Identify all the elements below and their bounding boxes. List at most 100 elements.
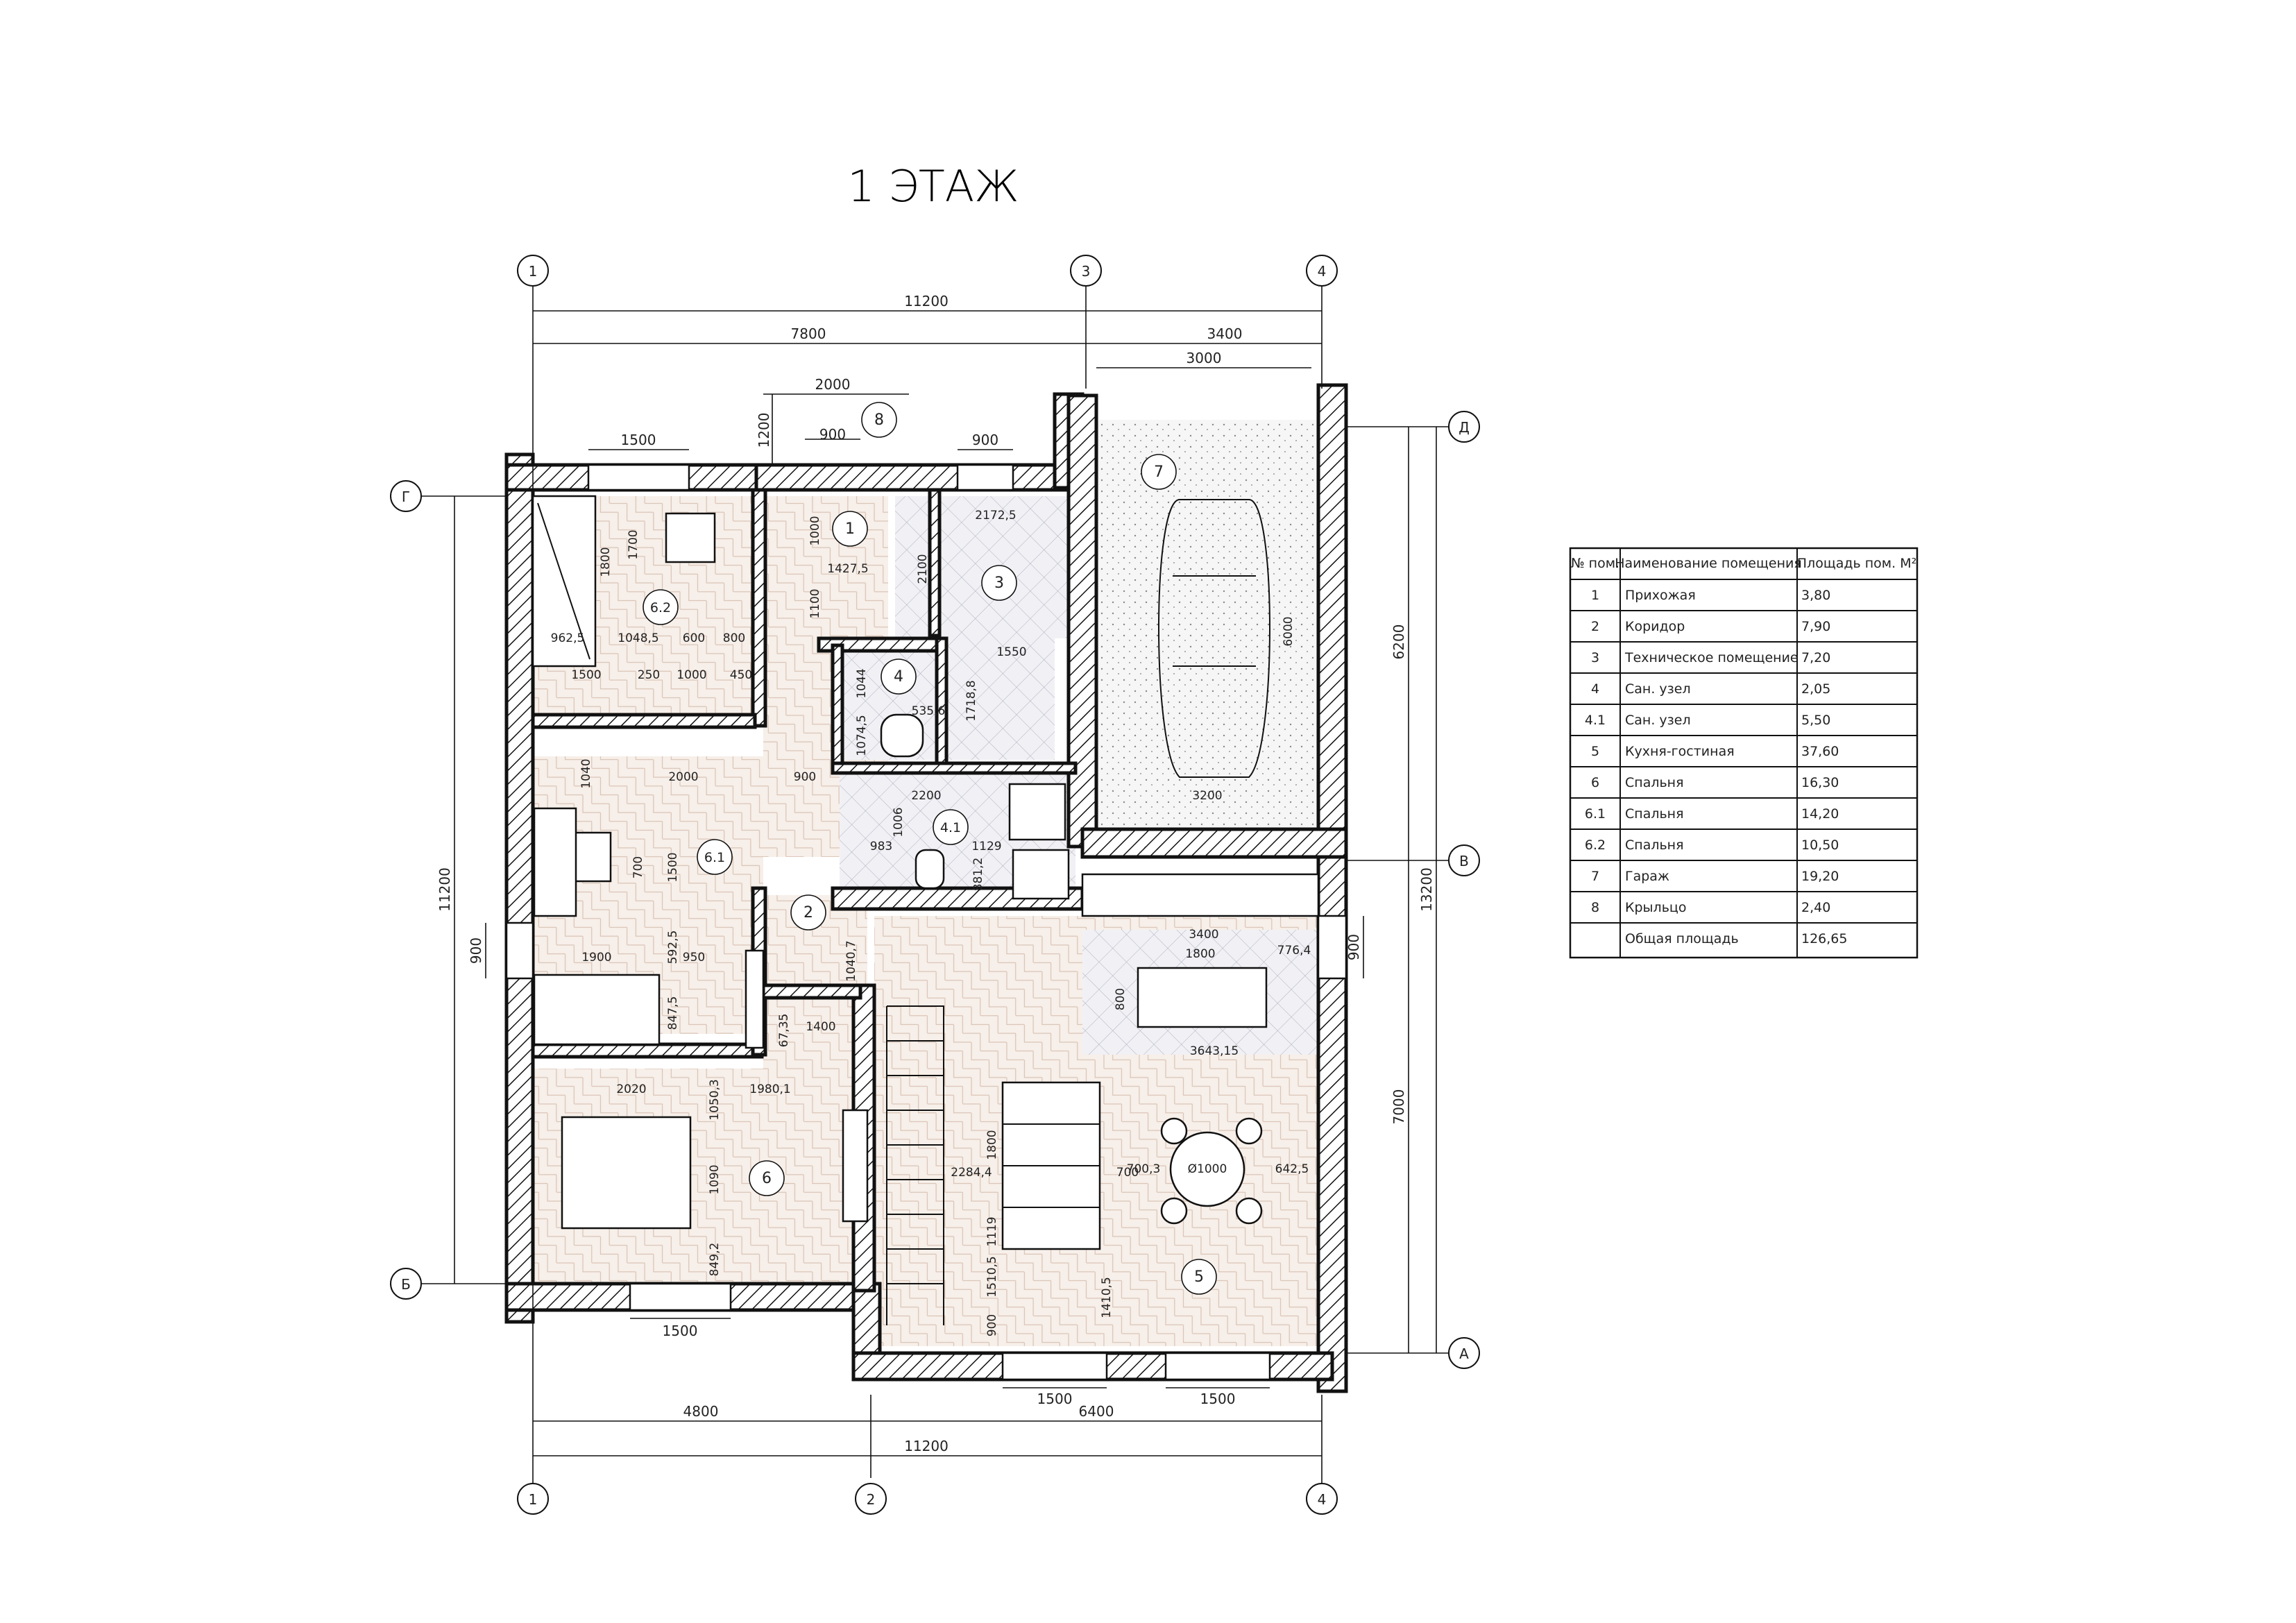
svg-text:1040: 1040 <box>579 758 593 788</box>
axis-top-1: 1 <box>517 255 549 287</box>
dim-right-upper: 6200 <box>1391 624 1407 660</box>
axis-left-b: Б <box>390 1268 422 1300</box>
furniture <box>532 495 1320 1325</box>
svg-text:1: 1 <box>1591 588 1599 603</box>
svg-text:3: 3 <box>1591 650 1599 665</box>
svg-text:1100: 1100 <box>808 588 822 618</box>
room-marker-2: 2 <box>790 894 826 931</box>
table-row: 5 Кухня-гостиная 37,60 <box>1591 744 1839 759</box>
table-row: 4 Сан. узел 2,05 <box>1591 681 1830 697</box>
svg-text:4: 4 <box>1591 681 1599 697</box>
table-row: 7 Гараж 19,20 <box>1591 869 1839 884</box>
svg-text:4: 4 <box>1318 263 1327 280</box>
svg-text:450: 450 <box>730 668 752 682</box>
svg-text:847,5: 847,5 <box>666 996 680 1030</box>
svg-text:2: 2 <box>803 904 813 921</box>
svg-text:16,30: 16,30 <box>1801 775 1839 790</box>
page-title: 1 ЭТАЖ <box>847 161 1019 212</box>
svg-text:1044: 1044 <box>855 668 869 698</box>
svg-text:1119: 1119 <box>985 1216 999 1246</box>
dim-garage-block: 3400 <box>1207 325 1243 342</box>
svg-text:2100: 2100 <box>916 554 930 584</box>
dim-window-bottom-left: 1500 <box>663 1323 698 1339</box>
svg-text:1000: 1000 <box>677 668 706 682</box>
svg-text:900: 900 <box>794 770 816 784</box>
svg-text:983: 983 <box>870 840 892 853</box>
room-schedule-table: № пом. Наименование помещения Площадь по… <box>1569 547 1919 959</box>
svg-text:5: 5 <box>1194 1268 1204 1286</box>
svg-text:962,5: 962,5 <box>551 631 585 645</box>
svg-text:8: 8 <box>1591 900 1599 915</box>
svg-text:67,35: 67,35 <box>777 1014 791 1048</box>
room-marker-5: 5 <box>1181 1259 1217 1295</box>
svg-text:Крыльцо: Крыльцо <box>1625 900 1686 915</box>
table-header-area: Площадь пом. М² <box>1797 556 1916 571</box>
svg-text:1427,5: 1427,5 <box>827 562 868 576</box>
dim-left-block: 7800 <box>791 325 826 342</box>
dim-bottom-left: 4800 <box>683 1403 719 1420</box>
svg-text:6: 6 <box>1591 775 1599 790</box>
svg-text:1000: 1000 <box>808 516 822 545</box>
svg-text:7,20: 7,20 <box>1801 650 1830 665</box>
svg-text:Спальня: Спальня <box>1625 838 1684 853</box>
svg-text:3400: 3400 <box>1189 928 1218 942</box>
dim-right-total: 13200 <box>1418 867 1435 912</box>
svg-text:Сан. узел: Сан. узел <box>1625 713 1691 728</box>
svg-text:1718,8: 1718,8 <box>964 680 978 721</box>
dim-window-top-left: 1500 <box>621 432 656 448</box>
room-marker-6-1: 6.1 <box>697 839 733 875</box>
svg-text:776,4: 776,4 <box>1277 944 1311 958</box>
room-markers: 1 2 3 4 4.1 5 6 6.1 6.2 7 8 <box>643 402 1217 1295</box>
svg-text:1510,5: 1510,5 <box>985 1256 999 1297</box>
svg-text:1: 1 <box>529 1491 538 1508</box>
svg-text:В: В <box>1459 853 1469 869</box>
svg-text:6.1: 6.1 <box>704 850 725 865</box>
svg-text:4.1: 4.1 <box>940 820 961 835</box>
svg-text:6: 6 <box>762 1170 772 1187</box>
svg-text:Сан. узел: Сан. узел <box>1625 681 1691 697</box>
svg-text:1048,5: 1048,5 <box>618 631 658 645</box>
svg-text:7,90: 7,90 <box>1801 619 1830 634</box>
svg-text:1550: 1550 <box>996 645 1026 659</box>
room-marker-6: 6 <box>749 1160 785 1196</box>
axis-bottom-1: 1 <box>517 1483 549 1515</box>
inner-dimensions: 1800 1700 962,5 1048,5 600 800 1500 250 … <box>551 509 1311 1336</box>
svg-text:4: 4 <box>1318 1491 1327 1508</box>
table-header-name: Наименование помещения <box>1615 556 1802 571</box>
svg-text:849,2: 849,2 <box>708 1243 722 1277</box>
table-header-num: № пом. <box>1571 556 1619 571</box>
svg-text:Спальня: Спальня <box>1625 806 1684 822</box>
svg-text:592,5: 592,5 <box>666 931 680 965</box>
svg-text:881,2: 881,2 <box>971 858 985 892</box>
svg-text:1006: 1006 <box>892 807 905 837</box>
svg-text:2284,4: 2284,4 <box>951 1166 992 1180</box>
svg-text:250: 250 <box>638 668 660 682</box>
dim-garage-car: 6000 <box>1282 616 1295 646</box>
room-marker-8: 8 <box>861 402 897 438</box>
room-marker-7: 7 <box>1141 454 1177 490</box>
svg-text:Г: Г <box>402 488 410 505</box>
dim-window-bottom-mid: 1500 <box>1037 1391 1073 1407</box>
svg-text:1410,5: 1410,5 <box>1100 1277 1114 1318</box>
svg-text:1: 1 <box>845 520 855 538</box>
svg-text:4: 4 <box>894 668 903 686</box>
svg-text:2020: 2020 <box>616 1082 646 1096</box>
svg-text:6.2: 6.2 <box>1585 838 1606 853</box>
dim-porch-width: 2000 <box>815 376 851 393</box>
svg-text:37,60: 37,60 <box>1801 744 1839 759</box>
svg-text:2000: 2000 <box>668 770 698 784</box>
svg-text:642,5: 642,5 <box>1275 1162 1309 1176</box>
dim-bottom-overall: 11200 <box>904 1438 949 1454</box>
svg-text:126,65: 126,65 <box>1801 931 1847 946</box>
room-marker-3: 3 <box>981 565 1017 601</box>
svg-text:1040,7: 1040,7 <box>844 940 858 981</box>
svg-text:7: 7 <box>1154 464 1164 481</box>
svg-text:8: 8 <box>874 411 884 429</box>
svg-text:700: 700 <box>631 856 645 878</box>
table-row: 4.1 Сан. узел 5,50 <box>1585 713 1830 728</box>
dim-left-height: 11200 <box>436 867 453 912</box>
axis-right-v: В <box>1448 844 1480 876</box>
svg-text:6.1: 6.1 <box>1585 806 1606 822</box>
dim-right-window: 900 <box>1345 934 1362 960</box>
